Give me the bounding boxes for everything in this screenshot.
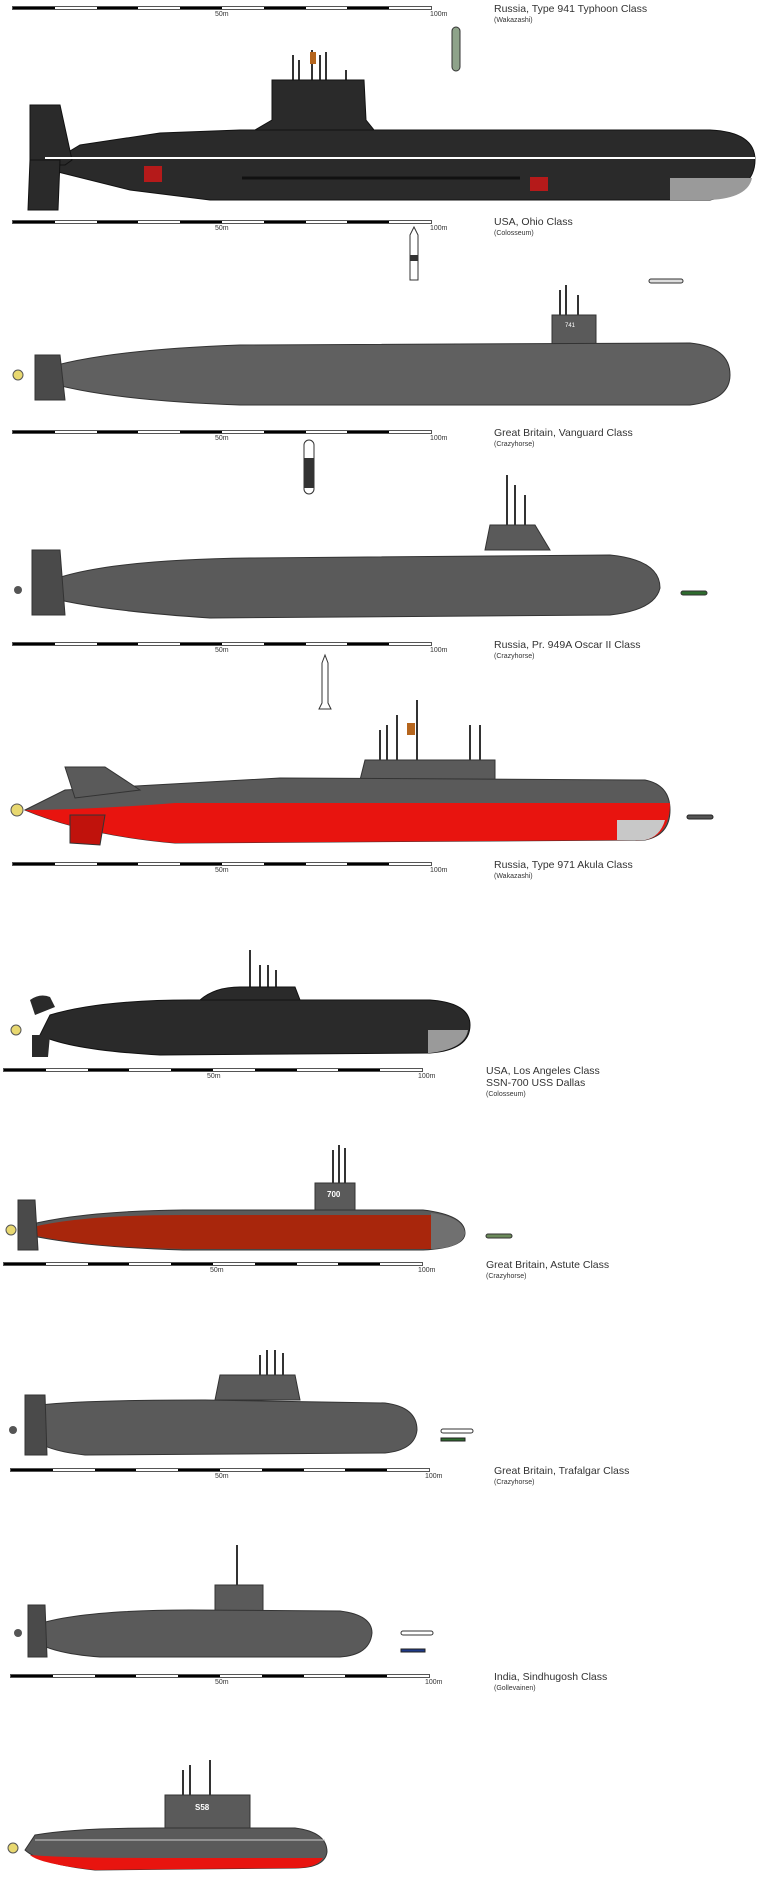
scale-mid-label: 50m [215,225,229,232]
entry-title: Russia, Type 971 Akula Class [494,859,633,871]
entry-title: Russia, Type 941 Typhoon Class [494,3,648,15]
scale-end-label: 100m [430,867,448,874]
entry-credit: (Wakazashi) [494,17,533,24]
torpedo-icon [680,590,708,596]
scale-bar-7 [3,1262,423,1266]
scale-bar-6 [3,1068,423,1072]
torpedo-icon [648,278,684,284]
missile-icon [318,653,332,710]
oscar-submarine [10,700,671,846]
scale-bar-1 [12,6,432,10]
typhoon-submarine [27,50,756,211]
scale-end-label: 100m [430,435,448,442]
entry-title: Great Britain, Trafalgar Class [494,1465,630,1477]
entry-credit: (Crazyhorse) [494,653,535,660]
entry-credit: (Crazyhorse) [494,441,535,448]
scale-end-label: 100m [418,1073,436,1080]
entry-credit: (Colosseum) [486,1091,526,1098]
scale-bar-8 [10,1468,430,1472]
scale-bar-2 [12,220,432,224]
entry-title: USA, Ohio Class [494,216,573,228]
scale-bar-5 [12,862,432,866]
scale-bar-4 [12,642,432,646]
entry-credit: (Crazyhorse) [486,1273,527,1280]
entry-subtitle: SSN-700 USS Dallas [486,1077,586,1089]
entry-title: India, Sindhugosh Class [494,1671,608,1683]
scale-mid-label: 50m [215,11,229,18]
hull-number: 700 [327,1190,341,1199]
akula-submarine [10,950,471,1057]
torpedo-icon [440,1437,466,1442]
scale-end-label: 100m [430,11,448,18]
scale-mid-label: 50m [215,1473,229,1480]
scale-mid-label: 50m [207,1073,221,1080]
torpedo-icon [485,1233,513,1239]
ohio-submarine: 741 [12,285,731,406]
missile-icon [451,26,461,72]
scale-end-label: 100m [430,647,448,654]
entry-credit: (Wakazashi) [494,873,533,880]
hull-number: 741 [565,323,576,329]
torpedo-icon [440,1428,474,1434]
scale-mid-label: 50m [215,435,229,442]
scale-bar-9 [10,1674,430,1678]
entry-credit: (Gollevainen) [494,1685,536,1692]
los-angeles-submarine: 700 [5,1145,466,1251]
hull-number: S58 [195,1803,210,1812]
scale-end-label: 100m [430,225,448,232]
entry-title: Great Britain, Vanguard Class [494,427,633,439]
entry-title: Great Britain, Astute Class [486,1259,610,1271]
sindhugosh-submarine: S58 [7,1760,328,1871]
astute-submarine [9,1350,418,1456]
torpedo-icon [400,1648,426,1653]
torpedo-icon [686,814,714,820]
entry-title: USA, Los Angeles Class [486,1065,600,1077]
scale-end-label: 100m [425,1473,443,1480]
torpedo-icon [400,1630,434,1636]
scale-mid-label: 50m [210,1267,224,1274]
scale-mid-label: 50m [215,1679,229,1686]
vanguard-submarine [14,475,661,619]
scale-mid-label: 50m [215,867,229,874]
missile-icon [409,225,419,281]
entry-title: Russia, Pr. 949A Oscar II Class [494,639,641,651]
trafalgar-submarine [14,1545,373,1658]
scale-mid-label: 50m [215,647,229,654]
scale-end-label: 100m [425,1679,443,1686]
scale-bar-3 [12,430,432,434]
entry-credit: (Colosseum) [494,230,534,237]
scale-end-label: 100m [418,1267,436,1274]
entry-credit: (Crazyhorse) [494,1479,535,1486]
missile-icon [303,439,315,495]
